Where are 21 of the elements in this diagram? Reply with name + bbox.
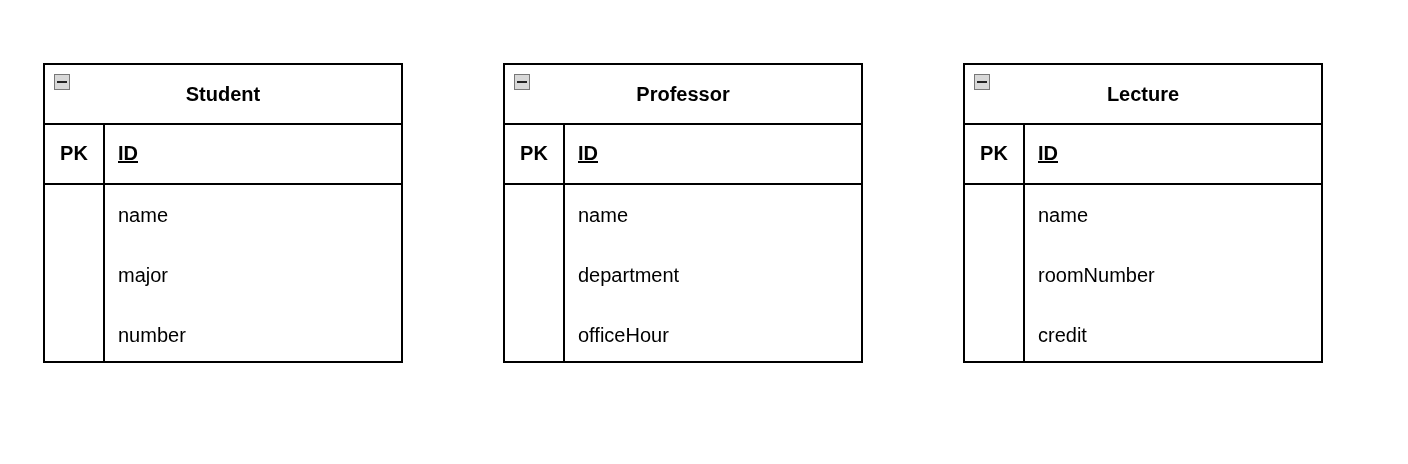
attribute-name: officeHour (578, 323, 669, 347)
entity-table (503, 63, 863, 363)
attribute-name: credit (1038, 323, 1087, 347)
entity-table (963, 63, 1323, 363)
table-title: Professor (635, 82, 731, 106)
table-title: Lecture (1105, 82, 1181, 106)
key-field: ID (118, 141, 138, 165)
attribute-name: department (578, 263, 680, 287)
attribute-name: roomNumber (1038, 263, 1155, 287)
entity-table (43, 63, 403, 363)
key-label: PK (519, 141, 549, 165)
table-title: Student (184, 82, 262, 106)
key-field: ID (1038, 141, 1058, 165)
attribute-name: name (1038, 203, 1089, 227)
key-label: PK (979, 141, 1009, 165)
attribute-name: name (578, 203, 629, 227)
key-label: PK (59, 141, 89, 165)
attribute-name: number (118, 323, 186, 347)
attribute-name: name (118, 203, 169, 227)
attribute-name: major (118, 263, 168, 287)
key-field: ID (578, 141, 598, 165)
